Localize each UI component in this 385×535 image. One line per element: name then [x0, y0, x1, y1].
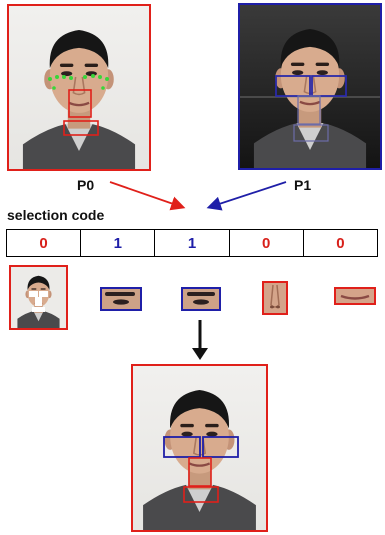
down-arrow-icon: [192, 320, 208, 360]
mouth-box-composite: [183, 486, 219, 503]
nose-box-p1: [297, 95, 321, 125]
mouth-box-p0: [63, 120, 99, 136]
right-eye-box-composite: [202, 436, 239, 458]
composite-face-image: [131, 364, 268, 532]
arrow-p1: [206, 181, 287, 211]
nose-box-p0: [68, 89, 92, 118]
p1-label: P1: [294, 177, 312, 193]
nose-thumb: [262, 281, 288, 315]
code-cell-1: 0: [7, 230, 82, 256]
face-remainder-thumb: [9, 265, 68, 330]
selection-code-title: selection code: [7, 207, 105, 223]
right-eye-thumb: [181, 287, 221, 311]
landmark-points: [48, 74, 109, 90]
face-image-p0: [7, 4, 151, 171]
right-eye-box-p1: [311, 75, 347, 97]
face-image-p1: [238, 3, 382, 170]
p0-label: P0: [77, 177, 95, 193]
code-cell-4: 0: [230, 230, 304, 256]
code-cell-5: 0: [336, 234, 345, 252]
left-eye-box-composite: [163, 436, 201, 458]
code-cell-3: 1: [155, 230, 230, 256]
left-eye-box-p1: [275, 75, 311, 97]
merge-arrows: [109, 181, 287, 211]
mouth-box-p1: [293, 124, 329, 142]
selection-code-table: 0 1 1 0 0: [6, 229, 378, 257]
nose-box-composite: [188, 457, 212, 487]
left-eye-thumb: [100, 287, 142, 311]
mouth-thumb: [334, 287, 376, 305]
code-cell-2: 1: [81, 230, 156, 256]
arrow-p0: [109, 181, 186, 211]
